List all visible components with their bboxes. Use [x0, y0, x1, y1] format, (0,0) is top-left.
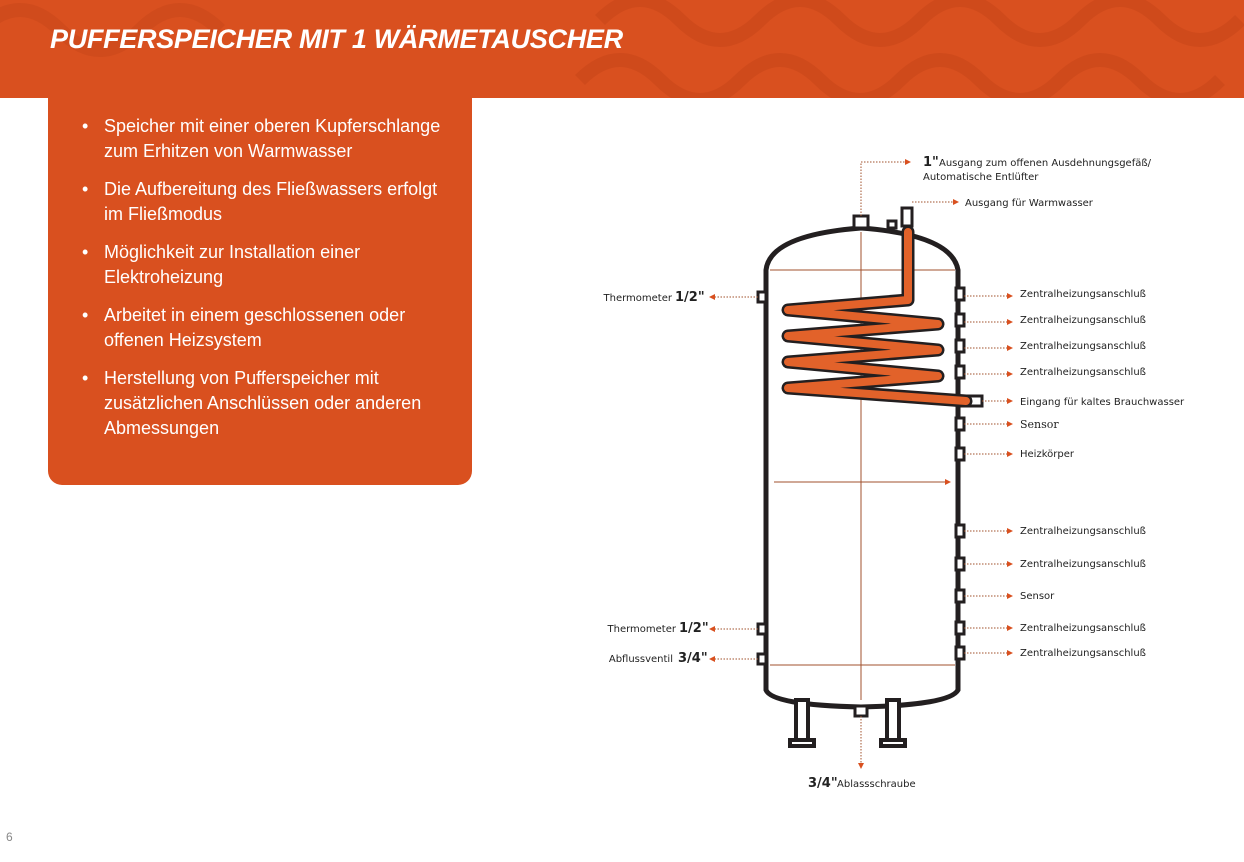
drain-screw-size: 3/4" — [808, 776, 838, 791]
feature-item: Möglichkeit zur Installation einer Elekt… — [82, 240, 452, 290]
top-outlet-label-2: Automatische Entlüfter — [923, 172, 1039, 183]
feature-list: Speicher mit einer oberen Kupferschlange… — [48, 98, 472, 441]
feature-item: Herstellung von Pufferspeicher mit zusät… — [82, 366, 452, 441]
decorative-pattern — [0, 0, 1244, 98]
page-title: PUFFERSPEICHER MIT 1 WÄRMETAUSCHER — [50, 24, 623, 54]
top-outlet-label: Ausgang zum offenen Ausdehnungsgefäß/ — [939, 158, 1152, 169]
feature-item: Speicher mit einer oberen Kupferschlange… — [82, 114, 452, 164]
sensor-label: Sensor — [1020, 418, 1059, 431]
feature-item: Arbeitet in einem geschlossenen oder off… — [82, 303, 452, 353]
page-number: 6 — [6, 830, 13, 844]
connection-label: Zentralheizungsanschluß — [1020, 559, 1146, 570]
feature-box: Speicher mit einer oberen Kupferschlange… — [48, 98, 472, 485]
warm-water-outlet-label: Ausgang für Warmwasser — [965, 198, 1094, 209]
drain-screw-label: Ablassschraube — [837, 779, 916, 790]
drain-valve-label: Abflussventil — [609, 654, 673, 665]
thermometer-label: Thermometer — [607, 624, 677, 635]
thermometer-size: 1/2" — [679, 621, 709, 636]
cold-water-inlet-label: Eingang für kaltes Brauchwasser — [1020, 397, 1185, 408]
tank-legs — [788, 698, 907, 748]
header-banner: PUFFERSPEICHER MIT 1 WÄRMETAUSCHER — [0, 0, 1244, 98]
thermometer-label: Thermometer — [603, 293, 673, 304]
connection-label: Zentralheizungsanschluß — [1020, 648, 1146, 659]
top-outlet-size: 1" — [923, 155, 939, 170]
connection-label: Zentralheizungsanschluß — [1020, 341, 1146, 352]
connection-label: Zentralheizungsanschluß — [1020, 367, 1146, 378]
thermometer-size: 1/2" — [675, 290, 705, 305]
heat-exchanger-coil — [781, 225, 973, 408]
drain-valve-size: 3/4" — [678, 651, 708, 666]
connection-label: Zentralheizungsanschluß — [1020, 289, 1146, 300]
connection-label: Zentralheizungsanschluß — [1020, 526, 1146, 537]
connection-label: Zentralheizungsanschluß — [1020, 315, 1146, 326]
radiator-label: Heizkörper — [1020, 449, 1075, 460]
sensor-label: Sensor — [1020, 591, 1055, 602]
connection-label: Zentralheizungsanschluß — [1020, 623, 1146, 634]
feature-item: Die Aufbereitung des Fließwassers erfolg… — [82, 177, 452, 227]
